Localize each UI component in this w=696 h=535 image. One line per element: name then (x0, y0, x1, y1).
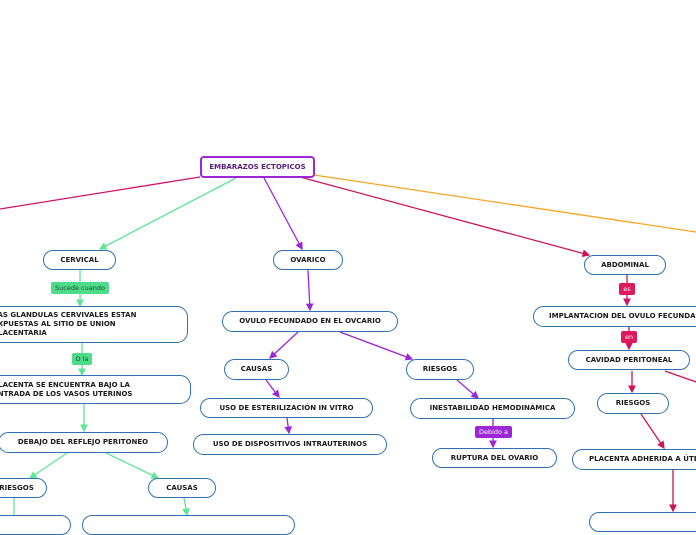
label-es: es (619, 283, 635, 295)
node-causas-cervical[interactable]: CAUSAS (148, 478, 216, 498)
node-causas-ovarico[interactable]: CAUSAS (224, 359, 289, 380)
node-reflejo-peritoneo[interactable]: DEBAJO DEL REFLEJO PERITONEO (0, 432, 168, 453)
node-cervical-bottom-left[interactable] (0, 515, 71, 535)
edge-desc-riesgos (339, 331, 414, 361)
edge-root-ovarico (263, 177, 303, 251)
edge-causa1-causa2 (284, 417, 293, 435)
edge-root-abdominal (299, 176, 591, 258)
edge-desc2-right (664, 370, 696, 383)
node-riesgos-abdominal[interactable]: RIESGOS (597, 393, 669, 414)
node-inestabilidad[interactable]: INESTABILIDAD HEMODINÁMICA (410, 398, 575, 419)
node-ovulo-fecundado[interactable]: OVULO FECUNDADO EN EL OVCARIO (222, 311, 398, 332)
node-abdominal[interactable]: ABDOMINAL (584, 255, 666, 275)
connector-layer (0, 174, 696, 517)
node-dispositivos[interactable]: USO DE DISPOSITIVOS INTRAUTERINOS (193, 434, 387, 455)
node-cervical-bottom-right[interactable] (82, 515, 295, 535)
edge-root-right (313, 174, 696, 233)
edge-desc3-causas (105, 452, 160, 479)
node-placenta-bajo[interactable]: PLACENTA SE ENCUENTRA BAJO LA ENTRADA DE… (0, 375, 191, 404)
label-sucede-cuando: Sucede cuando (51, 282, 109, 294)
node-placenta-adherida[interactable]: PLACENTA ADHERIDA A ÚTERO (572, 449, 696, 470)
label-debido-a: Debido a (475, 426, 512, 438)
node-esterilizacion[interactable]: USO DE ESTERILIZACIÓN IN VITRO (200, 398, 373, 418)
node-ovarico[interactable]: OVARICO (273, 250, 343, 270)
node-cavidad-peritoneal[interactable]: CAVIDAD PERITONEAL (568, 350, 690, 370)
edge-causas-causa1 (265, 379, 280, 399)
node-implantacion[interactable]: IMPLANTACION DEL OVULO FECUNDADO (533, 306, 696, 327)
edge-desc3-riesgos (28, 452, 68, 479)
edge-causas-down (182, 497, 190, 517)
node-riesgos-cervical[interactable]: RIESGOS (0, 478, 47, 498)
node-riesgos-ovarico[interactable]: RIESGOS (406, 359, 474, 380)
edge-ovarico-desc (305, 269, 314, 312)
node-glandulas-cervicales[interactable]: LAS GLANDULAS CERVIVALES ESTAN EXPUESTAS… (0, 306, 188, 343)
label-o-la: O la (72, 353, 92, 365)
edge-riesgos-riesgo1-abd (640, 413, 665, 450)
edge-root-left (0, 176, 201, 210)
label-en: en (621, 331, 637, 343)
root-node[interactable]: EMBARAZOS ECTOPICOS (200, 156, 315, 178)
node-ruptura-ovario[interactable]: RUPTURA DEL OVARIO (432, 448, 557, 468)
node-abdominal-bottom[interactable] (589, 512, 696, 532)
edge-riesgos-riesgo1 (456, 379, 479, 399)
node-cervical[interactable]: CERVICAL (43, 250, 116, 270)
edge-root-cervical (98, 177, 237, 250)
edge-desc-causas (269, 331, 299, 359)
